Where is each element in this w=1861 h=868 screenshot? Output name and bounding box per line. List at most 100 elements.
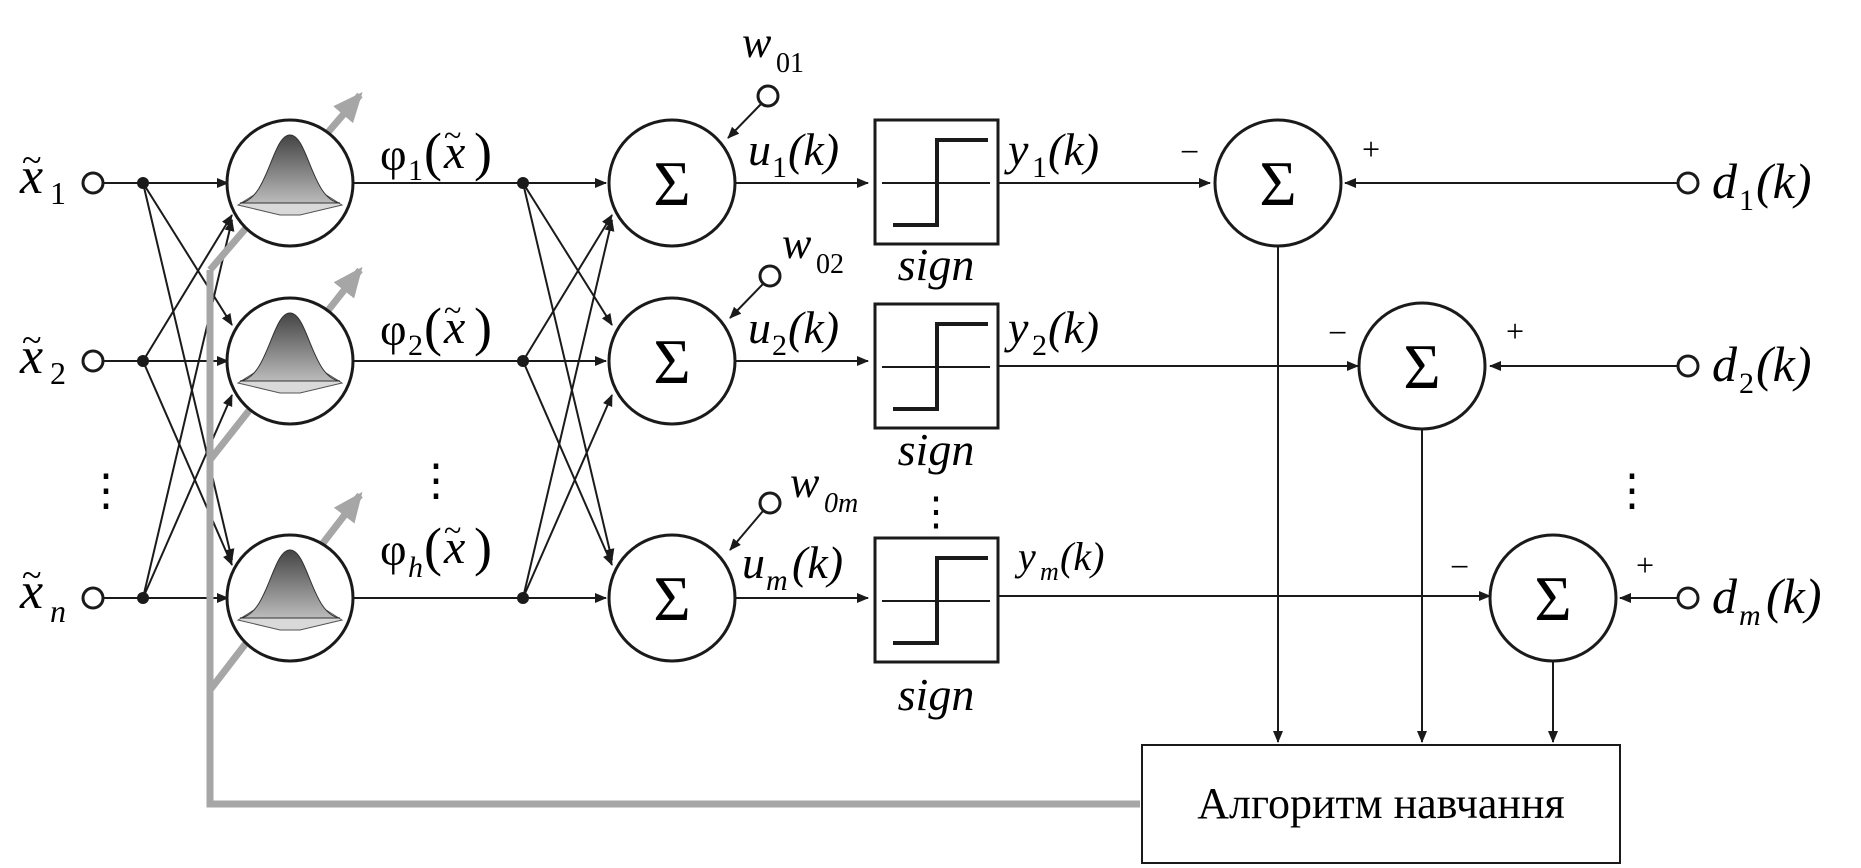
svg-text:(k): (k) (1756, 153, 1812, 209)
svg-text:d: d (1712, 153, 1738, 209)
hidden-connections (353, 178, 615, 603)
error-sum-m: Σ − + (1450, 533, 1654, 663)
svg-text:1: 1 (1739, 184, 1754, 217)
svg-text:(k): (k) (1060, 534, 1104, 579)
svg-text:x: x (443, 126, 465, 179)
input-terminal-x2 (81, 349, 105, 373)
svg-text:1: 1 (1032, 151, 1047, 184)
minus-sign: − (1450, 549, 1469, 586)
desired-d2: d 2 (k) (1489, 336, 1812, 400)
svg-text:01: 01 (776, 48, 804, 79)
svg-text:(k): (k) (788, 124, 839, 175)
rbf-ellipsis: ⋮ (414, 456, 458, 505)
step-function-icon (882, 556, 990, 645)
input-x1-subscript: 1 (50, 175, 66, 211)
svg-text:y: y (1004, 302, 1029, 353)
gaussian-surface-icon (236, 134, 344, 216)
sum-symbol: Σ (653, 326, 690, 397)
activation-ellipsis: ⋮ (916, 489, 956, 534)
svg-text:2: 2 (772, 329, 787, 362)
sign-label: sign (898, 239, 975, 290)
output-y1: y 1 (k) (998, 124, 1211, 188)
error-sum-2: Σ − + (1328, 301, 1524, 431)
sign-label: sign (898, 424, 975, 475)
error-sum-1: Σ − + (1180, 118, 1380, 248)
sign-activation-m: sign (873, 536, 1000, 720)
svg-text:0m: 0m (824, 488, 858, 519)
tilde-mark: ~ (22, 320, 41, 360)
tilde-mark: ~ (444, 117, 461, 153)
sum-symbol: Σ (1534, 563, 1571, 634)
gaussian-surface-icon (236, 312, 344, 394)
rbf-output-label-h: φ h ( x ~ ) (380, 512, 492, 584)
desired-d1: d 1 (k) (1344, 153, 1812, 217)
plus-sign: + (1506, 313, 1524, 349)
input-x1: x ~ 1 (19, 140, 105, 211)
step-function-icon (882, 138, 990, 227)
svg-text:x: x (443, 521, 465, 574)
open-paren: ( (424, 297, 442, 357)
net-signal-u1: u 1 (k) (735, 124, 869, 188)
close-paren: ) (474, 517, 492, 577)
tilde-mark: ~ (444, 512, 461, 548)
input-terminal-xn (81, 586, 105, 610)
input-xn-subscript: n (50, 593, 66, 629)
minus-sign: − (1180, 134, 1199, 171)
hidden-junction-dots (517, 177, 529, 604)
svg-text:(k): (k) (792, 537, 843, 588)
input-ellipsis: ⋮ (84, 466, 128, 515)
svg-text:d: d (1712, 336, 1738, 392)
rbf-output-label-2: φ 2 ( x ~ ) (380, 292, 492, 362)
sum-symbol: Σ (653, 148, 690, 219)
sum-symbol: Σ (653, 563, 690, 634)
svg-text:(k): (k) (1766, 568, 1822, 624)
svg-text:(k): (k) (1048, 302, 1099, 353)
sum-neuron-2: Σ (607, 296, 737, 426)
net-signal-um: u m (k) (735, 537, 869, 603)
sum-symbol: Σ (1259, 148, 1296, 219)
sign-label: sign (898, 669, 975, 720)
svg-text:d: d (1712, 568, 1738, 624)
error-connections (1273, 246, 1558, 743)
output-y2: y 2 (k) (998, 302, 1359, 371)
input-x1-label: x (19, 148, 43, 205)
output-ym: y m (k) (998, 534, 1491, 601)
close-paren: ) (474, 122, 492, 182)
input-junction-dots (137, 177, 149, 604)
svg-text:2: 2 (408, 329, 423, 362)
svg-text:u: u (748, 302, 771, 353)
svg-text:y: y (1014, 534, 1036, 579)
input-x2-label: x (19, 328, 43, 385)
plus-sign: + (1362, 131, 1380, 167)
rbf-output-label-1: φ 1 ( x ~ ) (380, 117, 492, 187)
svg-text:φ: φ (380, 524, 407, 575)
learning-algorithm-block: Алгоритм навчання (1141, 744, 1621, 864)
gaussian-surface-icon (236, 549, 344, 631)
svg-text:m: m (766, 564, 788, 597)
input-terminal-x1 (81, 171, 105, 195)
tilde-mark: ~ (444, 292, 461, 328)
rbf-neuron-2 (225, 296, 355, 426)
close-paren: ) (474, 297, 492, 357)
open-paren: ( (424, 122, 442, 182)
sum-symbol: Σ (1403, 331, 1440, 402)
bias-w01: w 01 (727, 18, 804, 139)
svg-text:(k): (k) (1756, 336, 1812, 392)
svg-text:m: m (1739, 599, 1761, 632)
tilde-mark: ~ (22, 555, 41, 595)
bias-w02: w 02 (729, 219, 844, 319)
svg-text:u: u (748, 124, 771, 175)
svg-text:h: h (408, 551, 423, 584)
svg-text:φ: φ (380, 304, 407, 355)
rbf-neuron-h (225, 533, 355, 663)
svg-text:u: u (742, 537, 765, 588)
sign-activation-1: sign (873, 118, 1000, 290)
plus-sign: + (1636, 547, 1654, 583)
sum-neuron-m: Σ (607, 533, 737, 663)
svg-text:x: x (443, 301, 465, 354)
step-function-icon (882, 322, 990, 411)
input-xn: x ~ n (19, 555, 105, 629)
svg-text:w: w (742, 18, 772, 67)
open-paren: ( (424, 517, 442, 577)
